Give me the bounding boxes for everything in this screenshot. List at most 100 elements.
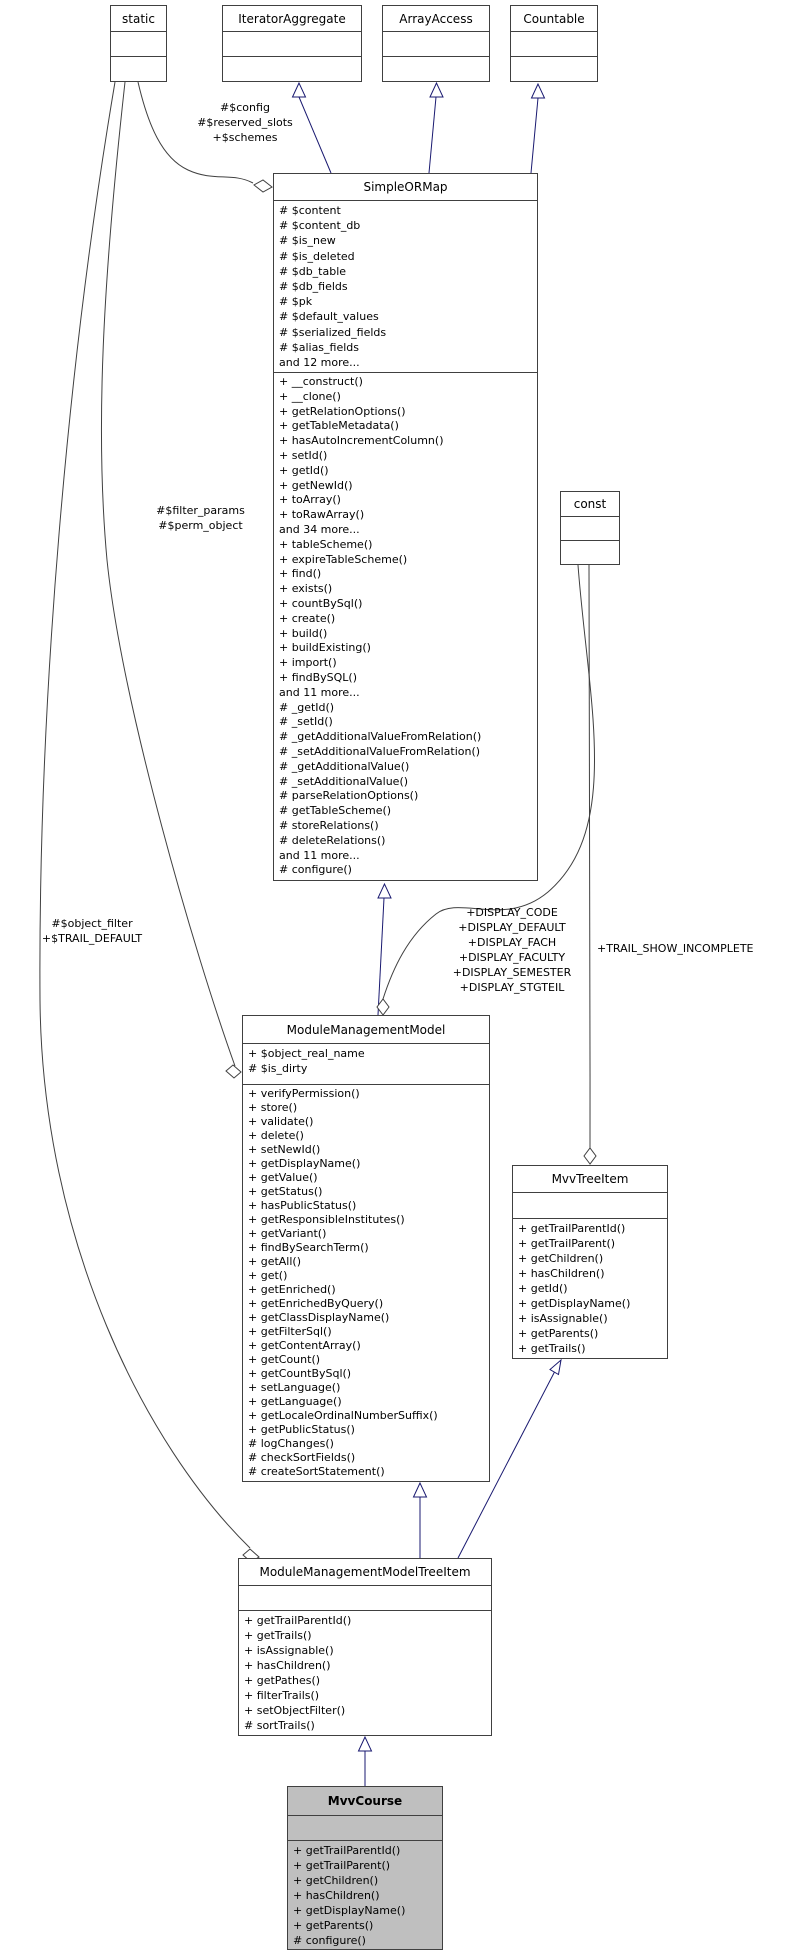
member-line: + getTrailParentId()	[518, 1222, 626, 1235]
member-line: # _setAdditionalValueFromRelation()	[279, 744, 481, 758]
member-line: # $default_values	[279, 310, 379, 324]
member-line: + get()	[248, 1269, 288, 1282]
class-box-mvvcourse[interactable]: MvvCourse + getTrailParentId()+ getTrail…	[287, 1786, 443, 1950]
class-box-simpleormap[interactable]: SimpleORMap # $content# $content_db# $is…	[273, 173, 538, 881]
class-box-arrayaccess[interactable]: ArrayAccess	[382, 5, 490, 82]
class-title: const	[561, 492, 619, 517]
member-line: and 11 more...	[279, 685, 360, 699]
member-line: #$reserved_slots	[197, 116, 293, 129]
member-line: + getChildren()	[293, 1874, 379, 1887]
member-line: +DISPLAY_CODE	[466, 906, 558, 919]
class-box-modulemanagementmodel[interactable]: ModuleManagementModel + $object_real_nam…	[242, 1015, 490, 1482]
member-line: #$config	[220, 101, 270, 114]
class-attributes	[511, 32, 597, 57]
member-line: + expireTableScheme()	[279, 552, 408, 566]
inheritance-edge-model-simpleormap	[377, 897, 385, 1016]
member-line: # getTableScheme()	[279, 804, 392, 818]
member-line: + getId()	[518, 1282, 568, 1295]
member-line: + exists()	[279, 582, 333, 596]
member-line: #$perm_object	[158, 519, 243, 532]
member-line: and 11 more...	[279, 848, 360, 862]
class-attributes	[239, 1586, 491, 1611]
member-line: + getPathes()	[244, 1674, 321, 1687]
class-methods: + verifyPermission()+ store()+ validate(…	[243, 1085, 489, 1481]
class-attributes	[513, 1193, 667, 1219]
class-attributes: + $object_real_name# $is_dirty	[243, 1044, 489, 1085]
member-line: + getTrails()	[518, 1342, 586, 1355]
member-line: +DISPLAY_FACULTY	[458, 951, 566, 964]
class-title: ModuleManagementModel	[243, 1016, 489, 1044]
member-line: + getStatus()	[248, 1185, 323, 1198]
member-line: + setObjectFilter()	[244, 1704, 346, 1717]
class-box-countable[interactable]: Countable	[510, 5, 598, 82]
member-line: + getParents()	[518, 1327, 599, 1340]
member-line: # configure()	[279, 863, 352, 877]
aggregation-edge-static-model	[100, 81, 236, 1067]
member-line: + getAll()	[248, 1255, 301, 1268]
member-line: + getId()	[279, 463, 329, 477]
aggregation-diamond-mvvtreeitem	[583, 1147, 597, 1165]
member-line: # $serialized_fields	[279, 325, 387, 339]
edge-label-const-model: +DISPLAY_CODE +DISPLAY_DEFAULT +DISPLAY_FA…	[432, 905, 592, 995]
inheritance-arrow-model	[412, 1481, 428, 1498]
member-line: + __clone()	[279, 389, 341, 403]
class-title: SimpleORMap	[274, 174, 537, 201]
class-title: MvvCourse	[288, 1787, 442, 1816]
inheritance-arrow-simpleormap	[377, 882, 392, 899]
member-line: + isAssignable()	[518, 1312, 608, 1325]
member-line: + getCount()	[248, 1353, 321, 1366]
member-line: # $db_table	[279, 264, 347, 278]
class-methods	[511, 57, 597, 81]
member-line: + getEnrichedByQuery()	[248, 1297, 384, 1310]
member-line: + getRelationOptions()	[279, 404, 406, 418]
member-line: + store()	[248, 1101, 298, 1114]
member-line: # $db_fields	[279, 280, 348, 294]
member-line: # _getId()	[279, 700, 335, 714]
member-line: + validate()	[248, 1115, 314, 1128]
member-line: # parseRelationOptions()	[279, 789, 419, 803]
class-methods: + __construct()+ __clone()+ getRelationO…	[274, 373, 537, 880]
member-line: # $is_deleted	[279, 249, 355, 263]
member-line: + countBySql()	[279, 596, 363, 610]
member-line: # $pk	[279, 295, 313, 309]
inheritance-edge-treeitem-mvvtreeitem	[457, 1371, 555, 1559]
class-attributes	[288, 1816, 442, 1841]
inheritance-edge-simpleormap-countable	[530, 97, 539, 174]
class-box-modulemanagementmodeltreeitem[interactable]: ModuleManagementModelTreeItem + getTrail…	[238, 1558, 492, 1736]
member-line: +DISPLAY_DEFAULT	[458, 921, 566, 934]
class-box-static[interactable]: static	[110, 5, 167, 82]
member-line: + getTrails()	[244, 1629, 312, 1642]
class-methods	[561, 541, 619, 564]
class-box-const[interactable]: const	[560, 491, 620, 565]
member-line: + getLanguage()	[248, 1395, 342, 1408]
aggregation-edge-static-treeitem	[39, 81, 251, 1549]
class-attributes	[383, 32, 489, 57]
member-line: and 34 more...	[279, 522, 360, 536]
member-line: # $content_db	[279, 219, 361, 233]
edge-label-static-treeitem: #$object_filter+$TRAIL_DEFAULT	[22, 916, 162, 946]
member-line: + import()	[279, 656, 337, 670]
class-methods: + getTrailParentId()+ getTrailParent()+ …	[288, 1841, 442, 1949]
member-line: # storeRelations()	[279, 818, 379, 832]
class-box-mvvtreeitem[interactable]: MvvTreeItem + getTrailParentId()+ getTra…	[512, 1165, 668, 1359]
member-line: + getTableMetadata()	[279, 419, 399, 433]
member-line: # $is_dirty	[248, 1062, 308, 1075]
class-title: Countable	[511, 6, 597, 32]
member-line: # $alias_fields	[279, 340, 360, 354]
member-line: + setNewId()	[248, 1143, 321, 1156]
member-line: # logChanges()	[248, 1437, 334, 1450]
aggregation-edges	[39, 81, 597, 1563]
member-line: # deleteRelations()	[279, 833, 386, 847]
class-methods	[223, 57, 361, 81]
class-box-iteratoraggregate[interactable]: IteratorAggregate	[222, 5, 362, 82]
class-title: ModuleManagementModelTreeItem	[239, 1559, 491, 1586]
member-line: + getEnriched()	[248, 1283, 336, 1296]
member-line: + getDisplayName()	[248, 1157, 361, 1170]
member-line: + getTrailParentId()	[293, 1844, 401, 1857]
member-line: + create()	[279, 611, 336, 625]
member-line: + __construct()	[279, 375, 363, 388]
edge-label-const-mvvtreeitem: +TRAIL_SHOW_INCOMPLETE	[597, 941, 788, 956]
member-line: # _setAdditionalValue()	[279, 774, 409, 788]
inheritance-arrow-countable	[530, 82, 546, 99]
